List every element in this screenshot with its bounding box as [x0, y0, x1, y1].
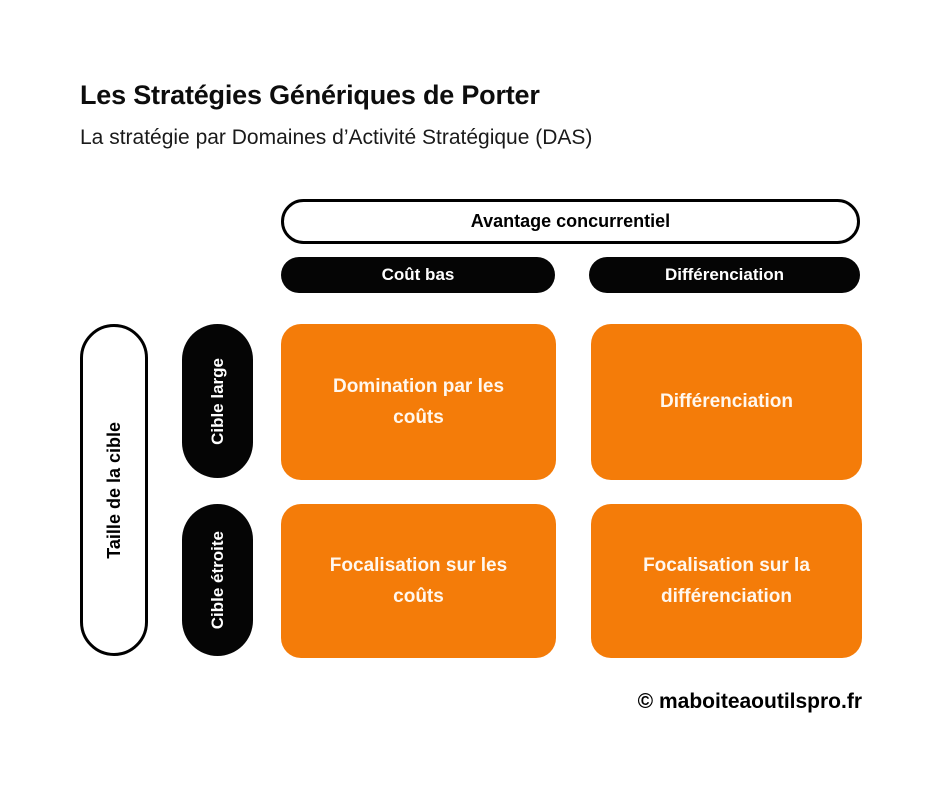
matrix-cell-label: Focalisation sur les coûts: [329, 554, 508, 607]
matrix-cell-focalisation-sur-les-couts: Focalisation sur les coûts: [281, 504, 556, 658]
column-header-differenciation: Différenciation: [589, 257, 860, 293]
row-header-label: Cible étroite: [207, 530, 227, 630]
row-header-cible-etroite: Cible étroite: [182, 504, 253, 656]
copyright-credit: © maboiteaoutilspro.fr: [637, 690, 862, 713]
column-header-label: Coût bas: [381, 265, 455, 284]
page-subtitle: La stratégie par Domaines d’Activité Str…: [80, 126, 593, 149]
matrix-cell-label: Focalisation sur la différenciation: [643, 554, 810, 607]
row-header-label: Cible large: [207, 357, 227, 445]
row-axis-banner: Taille de la cible: [80, 324, 148, 656]
matrix-cell-focalisation-sur-la-differenciation: Focalisation sur la différenciation: [591, 504, 862, 658]
row-axis-label: Taille de la cible: [103, 421, 124, 559]
matrix-cell-label: Domination par les coûts: [332, 375, 505, 428]
row-header-cible-large: Cible large: [182, 324, 253, 478]
matrix-cell-domination-par-les-couts: Domination par les coûts: [281, 324, 556, 480]
column-axis-label: Avantage concurrentiel: [470, 211, 671, 231]
column-header-cout-bas: Coût bas: [281, 257, 555, 293]
column-axis-banner: Avantage concurrentiel: [281, 199, 860, 244]
page-title: Les Stratégies Génériques de Porter: [80, 80, 540, 110]
matrix-cell-label: Différenciation: [659, 391, 794, 413]
column-header-label: Différenciation: [664, 265, 785, 284]
matrix-cell-differenciation: Différenciation: [591, 324, 862, 480]
